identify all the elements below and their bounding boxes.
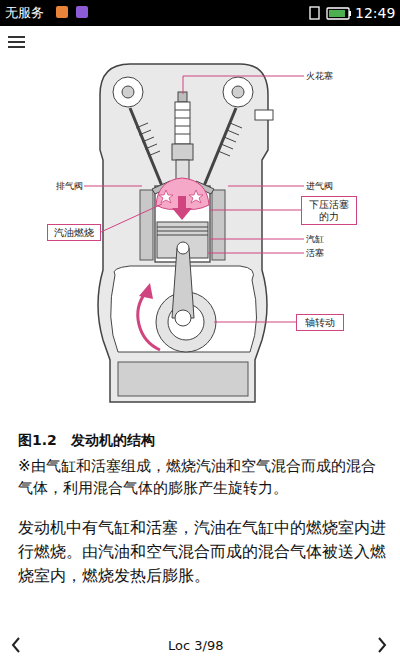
- battery-tip: [349, 11, 351, 16]
- callout-box: 汽油燃烧: [47, 224, 101, 241]
- engine-drawing: [98, 64, 273, 402]
- figure-caption: ※由气缸和活塞组成，燃烧汽油和空气混合而成的混合气体，利用混合气体的膨胀产生旋转…: [18, 455, 386, 499]
- callout-text: 下压活塞的力: [306, 199, 352, 223]
- callout-box: 下压活塞的力: [301, 196, 357, 225]
- callout-text: 汽油燃烧: [54, 227, 94, 239]
- part-name: 活塞: [306, 247, 324, 259]
- part-name: 进气阀: [306, 180, 333, 192]
- callout-box: 轴转动: [296, 314, 344, 331]
- figure-title: 图1.2 发动机的结构: [18, 431, 155, 449]
- sim-icon: [310, 7, 319, 19]
- leader-lines: [84, 76, 304, 322]
- menu-icon: [8, 37, 25, 47]
- location-indicator: Loc 3/98: [168, 637, 223, 654]
- next-arrow: [379, 638, 385, 652]
- prev-arrow: [13, 638, 19, 652]
- battery-level: [329, 10, 345, 17]
- spark-plug: [172, 92, 193, 180]
- status-icon: [56, 6, 68, 18]
- callout-text: 轴转动: [305, 317, 335, 329]
- status-bar: [0, 0, 400, 26]
- body-paragraph: 发动机中有气缸和活塞，汽油在气缸中的燃烧室内进行燃烧。由汽油和空气混合而成的混合…: [18, 516, 388, 588]
- part-name: 汽缸: [306, 233, 324, 245]
- battery-icon: [327, 8, 349, 19]
- clock: 12:49: [355, 4, 395, 22]
- part-name: 排气阀: [56, 180, 83, 192]
- status-icon: [76, 6, 88, 18]
- status-text: 无服务: [5, 4, 44, 21]
- part-name: 火花塞: [306, 70, 333, 82]
